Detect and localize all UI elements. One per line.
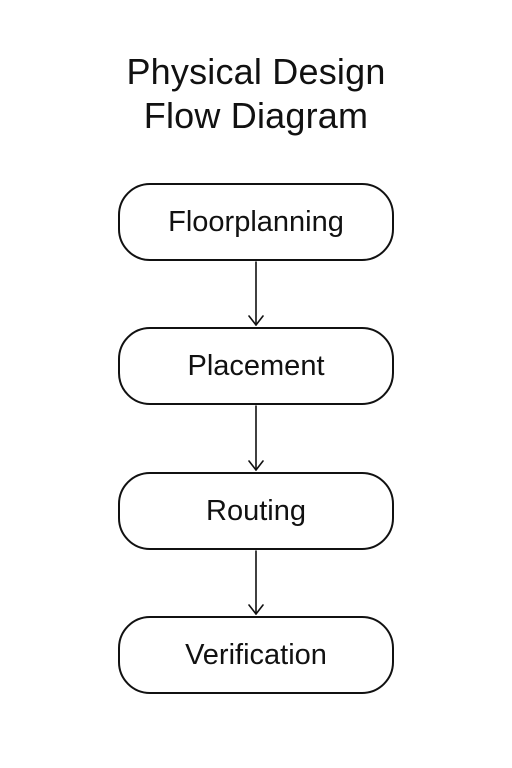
diagram-title: Physical Design Flow Diagram [0, 50, 512, 138]
step-label: Placement [187, 349, 325, 382]
step-floorplanning: Floorplanning [118, 183, 394, 261]
step-placement: Placement [118, 327, 394, 405]
step-routing: Routing [118, 472, 394, 550]
arrow-placement-to-routing [248, 405, 264, 471]
step-verification: Verification [118, 616, 394, 694]
step-label: Verification [185, 638, 327, 671]
step-label: Routing [206, 494, 306, 527]
step-label: Floorplanning [168, 205, 344, 238]
arrow-routing-to-verification [248, 550, 264, 615]
arrow-floorplanning-to-placement [248, 261, 264, 326]
title-line-1: Physical Design [126, 51, 386, 92]
title-line-2: Flow Diagram [143, 95, 369, 136]
